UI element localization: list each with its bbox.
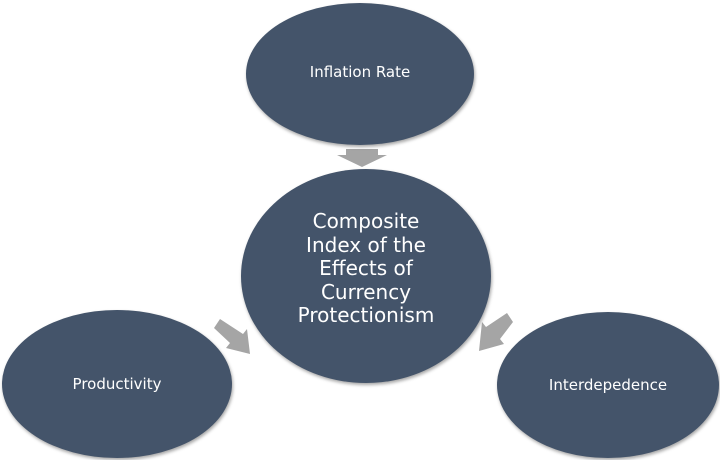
node-inflation-rate: Inflation Rate — [246, 3, 474, 145]
node-productivity-label: Productivity — [72, 375, 162, 393]
node-interdependence-label: Interdepedence — [548, 376, 668, 394]
node-interdependence: Interdepedence — [497, 312, 719, 458]
node-composite-index: Composite Index of the Effects of Curren… — [241, 169, 491, 383]
node-composite-index-label: Composite Index of the Effects of Curren… — [297, 209, 435, 328]
node-inflation-rate-label: Inflation Rate — [309, 63, 411, 81]
arrow-productivity-to-center — [214, 319, 250, 354]
node-productivity: Productivity — [2, 310, 232, 458]
arrow-inflation-to-center — [337, 149, 387, 167]
arrow-interdependence-to-center — [479, 313, 513, 351]
